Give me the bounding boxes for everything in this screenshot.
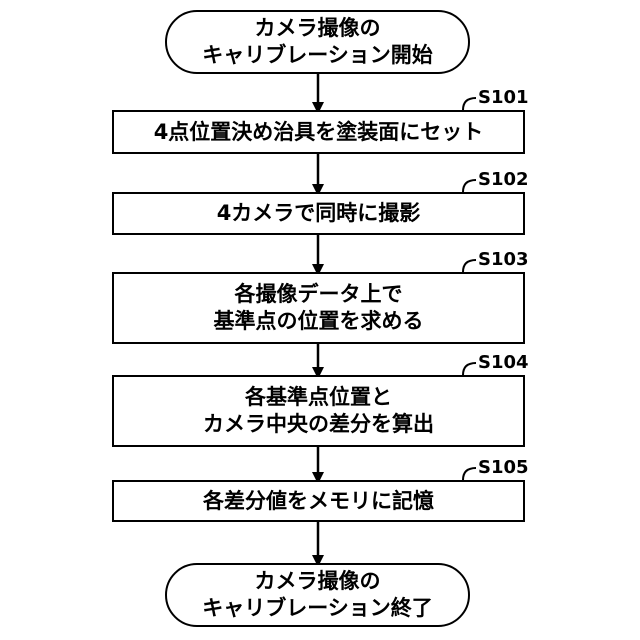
leader-s103 [463,260,476,272]
s104-line-2: カメラ中央の差分を算出 [203,411,434,438]
step-id-s102: S102 [478,170,529,190]
process-step-s102: 4カメラで同時に撮影 [112,192,525,235]
step-id-s104: S104 [478,353,529,373]
process-step-s101: 4点位置決め治具を塗装面にセット [112,110,525,154]
step-id-s103: S103 [478,250,529,270]
end-line-1: カメラ撮像の [255,568,381,595]
s105-line-1: 各差分値をメモリに記憶 [203,488,434,515]
s103-line-1: 各撮像データ上で [235,281,403,308]
process-step-s105: 各差分値をメモリに記憶 [112,480,525,522]
process-step-s103: 各撮像データ上で 基準点の位置を求める [112,272,525,344]
start-line-2: キャリブレーション開始 [202,42,433,69]
step-id-s101: S101 [478,88,529,108]
end-line-2: キャリブレーション終了 [202,595,433,622]
end-terminal: カメラ撮像の キャリブレーション終了 [165,563,470,627]
s101-line-1: 4点位置決め治具を塗装面にセット [154,119,484,146]
start-line-1: カメラ撮像の [255,15,381,42]
s102-line-1: 4カメラで同時に撮影 [217,200,421,227]
leader-s101 [463,98,476,110]
process-step-s104: 各基準点位置と カメラ中央の差分を算出 [112,375,525,447]
start-terminal: カメラ撮像の キャリブレーション開始 [165,10,470,74]
s104-line-1: 各基準点位置と [245,384,392,411]
s103-line-2: 基準点の位置を求める [214,308,424,335]
leader-s102 [463,180,476,192]
leader-s105 [463,468,476,480]
leader-s104 [463,363,476,375]
step-id-s105: S105 [478,458,529,478]
